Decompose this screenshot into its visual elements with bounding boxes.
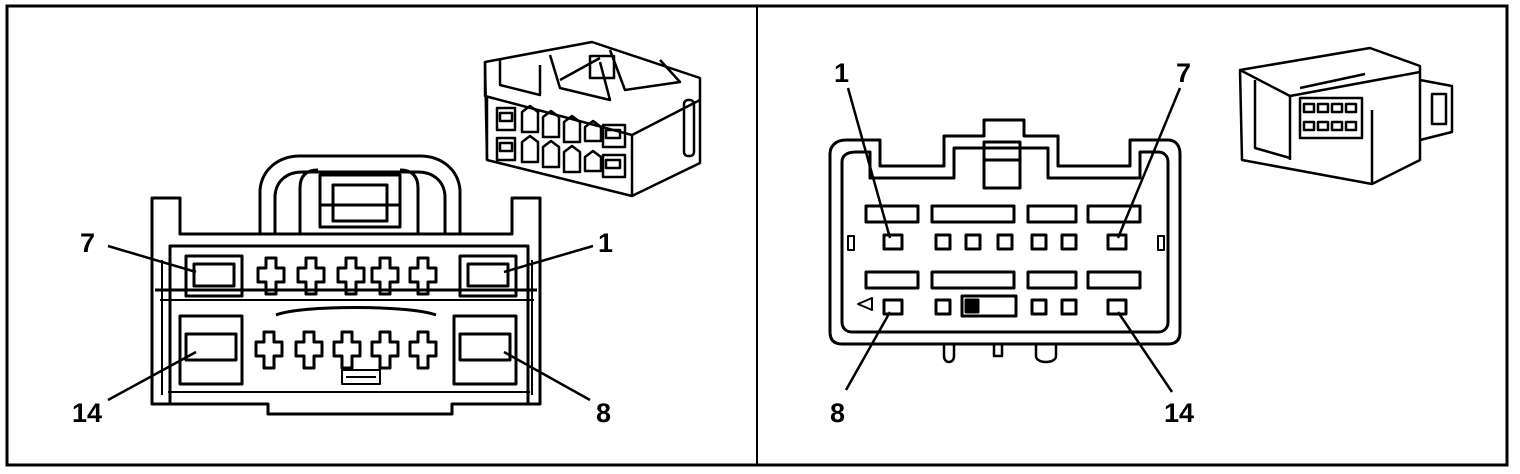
right-label-pin-1: 1 <box>834 58 849 88</box>
leader-pin-8-left <box>503 350 591 402</box>
left-label-pin-7: 7 <box>80 228 95 258</box>
left-label-pin-14: 14 <box>72 398 102 428</box>
right-label-pin-7: 7 <box>1176 58 1191 88</box>
right-label-pin-14: 14 <box>1164 398 1194 428</box>
right-panel <box>828 46 1454 393</box>
leader-pin-1-left <box>503 244 594 274</box>
right-connector-face <box>828 118 1182 364</box>
left-panel <box>107 40 702 416</box>
right-label-pin-8: 8 <box>830 398 845 428</box>
leader-pin-7-right <box>1116 87 1182 239</box>
left-iso-connector-view <box>483 40 702 198</box>
leader-pin-14-right <box>1116 311 1174 393</box>
leader-pin-14-left <box>107 350 197 402</box>
right-iso-connector-view <box>1238 46 1454 186</box>
left-label-pin-8: 8 <box>596 398 611 428</box>
leader-pin-7-left <box>107 244 197 274</box>
leader-pin-1-right <box>846 87 892 239</box>
leader-pin-8-right <box>844 311 892 391</box>
left-label-pin-1: 1 <box>598 228 613 258</box>
left-connector-face <box>150 154 542 416</box>
